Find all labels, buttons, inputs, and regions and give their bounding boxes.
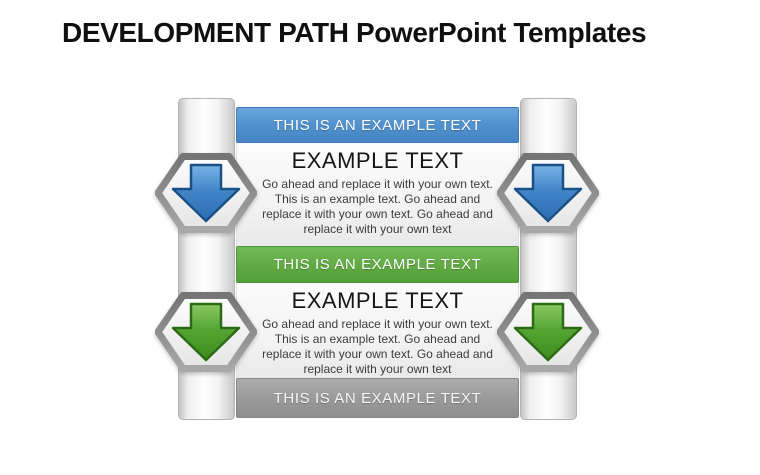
section-1-body: Go ahead and replace it with your own te… — [237, 177, 518, 237]
banner-top: THIS IS AN EXAMPLE TEXT — [236, 107, 519, 143]
hexagon-badge — [497, 291, 599, 373]
banner-top-label: THIS IS AN EXAMPLE TEXT — [273, 116, 482, 134]
banner-bottom-label: THIS IS AN EXAMPLE TEXT — [273, 389, 482, 407]
section-2-body: Go ahead and replace it with your own te… — [237, 317, 518, 377]
down-arrow-icon — [171, 302, 241, 362]
section-panel-2: EXAMPLE TEXT Go ahead and replace it wit… — [236, 280, 519, 379]
body-line: replace it with your own text — [303, 222, 452, 236]
body-line: replace it with your own text — [303, 362, 452, 376]
hexagon-badge — [497, 152, 599, 234]
banner-bottom: THIS IS AN EXAMPLE TEXT — [236, 378, 519, 418]
body-line: Go ahead and replace it with your own te… — [262, 317, 493, 331]
section-1-heading: EXAMPLE TEXT — [291, 148, 464, 173]
down-arrow-icon — [171, 163, 241, 223]
page-title: DEVELOPMENT PATH PowerPoint Templates — [62, 17, 647, 48]
section-2-heading: EXAMPLE TEXT — [291, 288, 464, 313]
body-line: Go ahead and replace it with your own te… — [262, 177, 493, 191]
hexagon-badge — [155, 152, 257, 234]
banner-middle-label: THIS IS AN EXAMPLE TEXT — [273, 256, 482, 273]
down-arrow-icon — [513, 302, 583, 362]
body-line: This is an example text. Go ahead and — [274, 332, 481, 346]
body-line: replace it with your own text. Go ahead … — [262, 347, 493, 361]
section-panel-1: EXAMPLE TEXT Go ahead and replace it wit… — [236, 140, 519, 247]
down-arrow-icon — [513, 163, 583, 223]
body-line: This is an example text. Go ahead and — [274, 192, 481, 206]
hexagon-badge — [155, 291, 257, 373]
banner-middle: THIS IS AN EXAMPLE TEXT — [236, 246, 519, 283]
body-line: replace it with your own text. Go ahead … — [262, 207, 493, 221]
